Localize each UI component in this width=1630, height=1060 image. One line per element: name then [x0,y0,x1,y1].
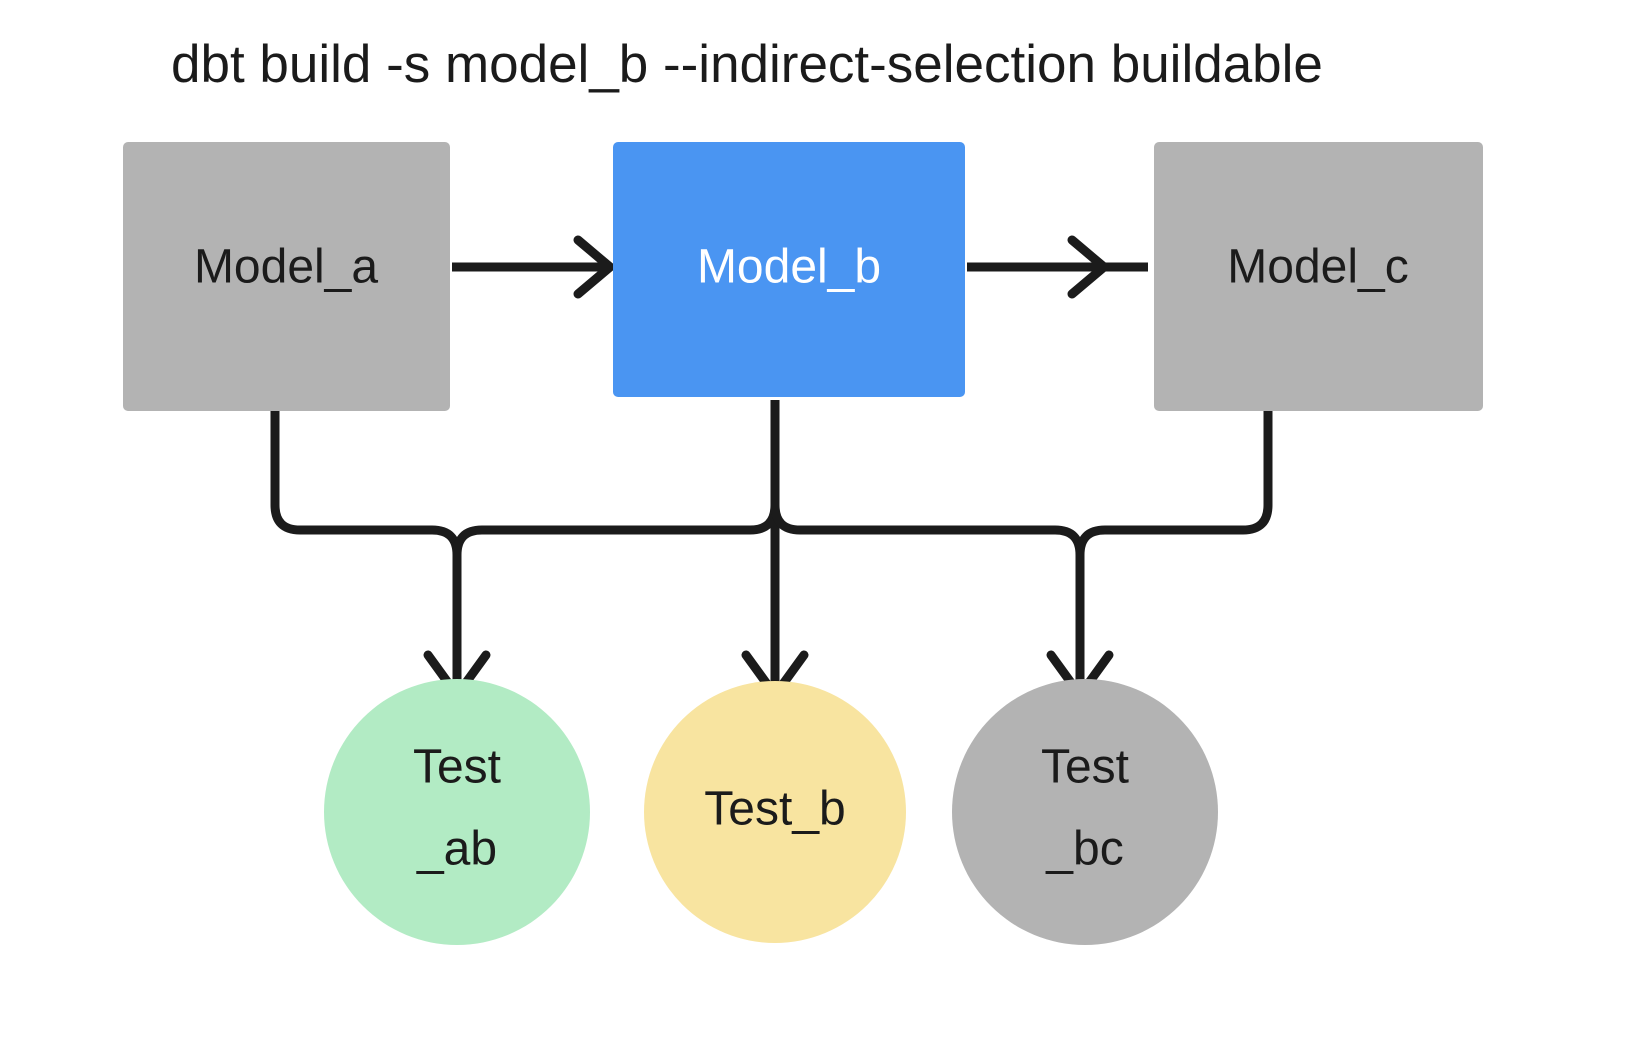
page-title: dbt build -s model_b --indirect-selectio… [171,35,1323,94]
edge-model-b-to-model-c [967,235,1148,299]
test-ab-label-line2: _ab [416,823,497,876]
test-bc-label-line2: _bc [1045,823,1123,876]
node-model-c[interactable]: Model_c [1154,142,1483,411]
edge-model-b-to-test-bc [770,400,1114,700]
test-ab-circle[interactable] [324,679,590,945]
test-ab-label-line1: Test [413,741,501,794]
node-test-bc[interactable]: Test _bc [952,679,1218,945]
node-model-b[interactable]: Model_b [613,142,965,397]
model-a-box[interactable] [123,142,450,411]
node-test-ab[interactable]: Test _ab [324,679,590,945]
test-b-label-line1: Test_b [704,783,845,836]
model-c-label: Model_c [1227,241,1408,294]
edge-model-b-to-test-ab [452,400,780,690]
node-model-a[interactable]: Model_a [123,142,450,411]
test-bc-label-line1: Test [1041,741,1129,794]
test-b-circle[interactable] [644,681,906,943]
model-a-label: Model_a [194,241,378,294]
model-b-box[interactable] [613,142,965,397]
edge-model-c-to-test-bc [1075,400,1273,690]
model-b-label: Model_b [697,241,881,294]
model-c-box[interactable] [1154,142,1483,411]
test-bc-circle[interactable] [952,679,1218,945]
edge-model-a-to-model-b [452,235,615,299]
node-test-b[interactable]: Test_b [644,681,906,943]
